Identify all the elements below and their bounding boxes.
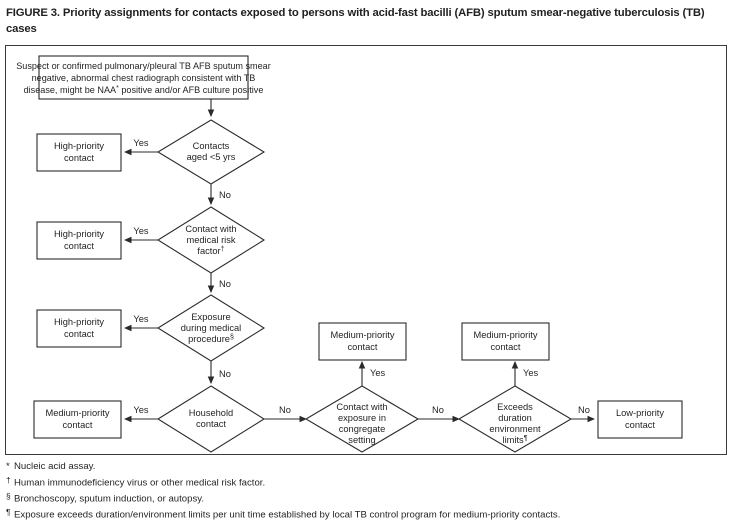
outcome-3-line-2: contact <box>64 329 94 339</box>
outcome-high-priority-1: High-priority contact <box>36 133 122 172</box>
decision-6-line-3: environment <box>489 424 541 434</box>
decision-contact-with-medical-risk-factor: Contact with medical risk factor† <box>156 206 266 274</box>
decision-3-line-3-text: procedure <box>188 334 230 344</box>
decision-1-line-1: Contacts <box>193 141 230 151</box>
decision-2-footnote-mark: † <box>221 246 225 253</box>
outcome-1-line-2: contact <box>64 153 94 163</box>
footnote-2: †Human immunodeficiency virus or other m… <box>6 474 728 490</box>
decision-5-line-1: Contact with <box>336 402 387 412</box>
edge-label-d1-yes: Yes <box>133 138 149 148</box>
footnote-1: * Nucleic acid assay. <box>6 461 728 474</box>
edge-label-d2-no: No <box>219 279 231 289</box>
edge-label-d2-yes: Yes <box>133 226 149 236</box>
outcome-high-priority-3: High-priority contact <box>36 309 122 348</box>
decision-2-line-1: Contact with <box>185 224 236 234</box>
outcome-medium-priority-household: Medium-priority contact <box>33 400 122 439</box>
decision-6-line-4: limits¶ <box>503 435 528 445</box>
edge-label-d5-no: No <box>432 405 444 415</box>
decision-5-line-2: exposure in <box>338 413 386 423</box>
footnote-4-mark: ¶ <box>6 507 11 518</box>
outcome-medium-priority-congregate: Medium-priority contact <box>318 322 407 361</box>
footnote-1-text: Nucleic acid assay. <box>14 461 96 472</box>
outcome-medium-priority-duration: Medium-priority contact <box>461 322 550 361</box>
outcome-4-line-2: contact <box>63 420 93 430</box>
flowchart-svg: Suspect or confirmed pulmonary/pleural T… <box>16 55 683 453</box>
decision-contacts-aged-under-5: Contacts aged <5 yrs <box>156 119 266 185</box>
edge-label-d3-yes: Yes <box>133 314 149 324</box>
edge-label-d6-no: No <box>578 405 590 415</box>
decision-5-line-3: congregate <box>339 424 386 434</box>
outcome-5-line-2: contact <box>348 342 378 352</box>
outcome-7-line-2: contact <box>625 420 655 430</box>
footnote-4-text: Exposure exceeds duration/environment li… <box>14 509 561 521</box>
outcome-6-line-1: Medium-priority <box>473 330 537 340</box>
decision-3-line-2: during medical <box>181 323 241 333</box>
decision-1-line-2: aged <5 yrs <box>187 152 236 162</box>
outcome-7-line-1: Low-priority <box>616 408 664 418</box>
footnotes-block: * Nucleic acid assay. †Human immunodefici… <box>6 461 728 522</box>
start-box: Suspect or confirmed pulmonary/pleural T… <box>16 55 271 100</box>
edge-label-d1-no: No <box>219 190 231 200</box>
flowchart-frame: Suspect or confirmed pulmonary/pleural T… <box>5 45 727 455</box>
decision-3-footnote-mark: § <box>230 334 234 341</box>
decision-contact-with-exposure-in-congregate-setting: Contact with exposure in congregate sett… <box>304 385 420 453</box>
decision-4-line-1: Household <box>189 408 233 418</box>
start-box-line-2: negative, abnormal chest radiograph cons… <box>32 73 256 83</box>
footnote-1-mark: * <box>6 461 10 472</box>
start-box-line-1: Suspect or confirmed pulmonary/pleural T… <box>16 61 271 71</box>
decision-exposure-during-medical-procedure: Exposure during medical procedure§ <box>156 294 266 362</box>
decision-6-line-2: duration <box>498 413 532 423</box>
outcome-6-line-2: contact <box>491 342 521 352</box>
page-title: FIGURE 3. Priority assignments for conta… <box>6 7 705 35</box>
decision-6-line-1: Exceeds <box>497 402 533 412</box>
footnote-2-text: Human immunodeficiency virus or other me… <box>14 477 266 489</box>
outcome-1-line-1: High-priority <box>54 141 104 151</box>
outcome-2-line-1: High-priority <box>54 229 104 239</box>
start-box-line-3: disease, might be NAA* positive and/or A… <box>24 85 264 95</box>
outcome-2-line-2: contact <box>64 241 94 251</box>
start-box-line-3a: disease, might be NAA <box>24 85 117 95</box>
decision-2-line-3-text: factor <box>197 246 220 256</box>
footnote-2-mark: † <box>6 474 11 485</box>
outcome-high-priority-2: High-priority contact <box>36 221 122 260</box>
outcome-5-line-1: Medium-priority <box>330 330 394 340</box>
edge-label-d5-yes: Yes <box>370 368 386 378</box>
edge-label-d4-yes: Yes <box>133 405 149 415</box>
edge-label-d4-no: No <box>279 405 291 415</box>
decision-3-line-1: Exposure <box>191 312 230 322</box>
outcome-3-line-1: High-priority <box>54 317 104 327</box>
decision-household-contact: Household contact <box>156 385 266 453</box>
outcome-low-priority: Low-priority contact <box>597 400 683 439</box>
start-box-footnote-mark: * <box>116 85 119 92</box>
edge-label-d3-no: No <box>219 369 231 379</box>
decision-5-line-4: setting <box>348 435 375 445</box>
decision-6-footnote-mark: ¶ <box>524 435 528 442</box>
footnote-4: ¶Exposure exceeds duration/environment l… <box>6 506 728 522</box>
footnote-3: §Bronchoscopy, sputum induction, or auto… <box>6 490 728 506</box>
decision-4-line-2: contact <box>196 419 226 429</box>
footnote-3-mark: § <box>6 490 11 501</box>
edge-label-d6-yes: Yes <box>523 368 539 378</box>
decision-3-line-3: procedure§ <box>188 334 234 344</box>
decision-6-line-4-text: limits <box>503 435 525 445</box>
decision-exceeds-duration-environment-limits: Exceeds duration environment limits¶ <box>457 385 573 453</box>
decision-2-line-3: factor† <box>197 246 224 256</box>
decision-2-line-2: medical risk <box>186 235 235 245</box>
footnote-3-text: Bronchoscopy, sputum induction, or autop… <box>14 493 205 505</box>
outcome-4-line-1: Medium-priority <box>45 408 109 418</box>
start-box-line-3b: positive and/or AFB culture positive <box>119 85 264 95</box>
